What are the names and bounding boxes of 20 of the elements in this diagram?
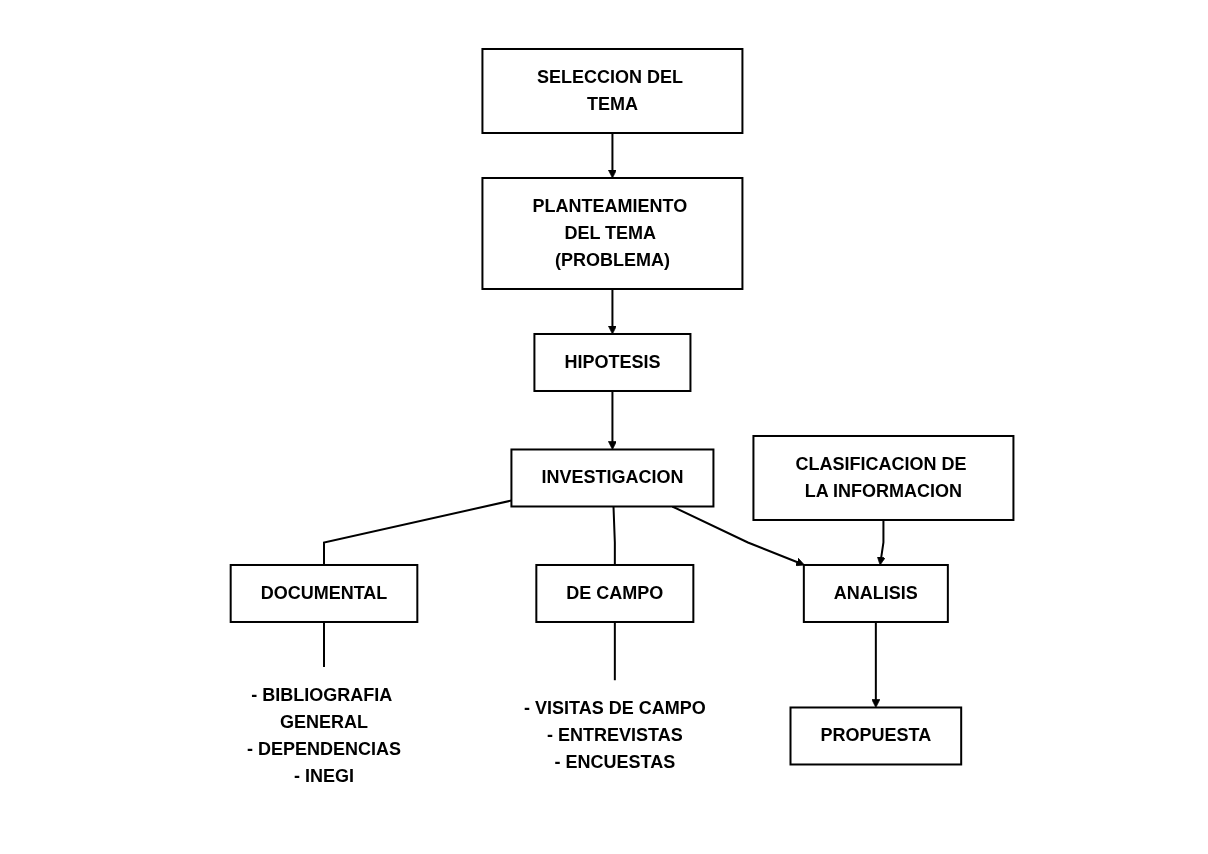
node-box: DOCUMENTAL xyxy=(229,564,419,623)
arrow xyxy=(671,505,806,567)
connector xyxy=(323,621,326,668)
node-box: CLASIFICACION DE LA INFORMACION xyxy=(752,435,1015,521)
connector xyxy=(614,621,617,682)
arrow xyxy=(608,390,618,450)
node-box: PLANTEAMIENTO DEL TEMA (PROBLEMA) xyxy=(481,177,744,290)
node-text: - VISITAS DE CAMPO - ENTREVISTAS - ENCUESTAS xyxy=(524,698,706,773)
node-box: SELECCION DEL TEMA xyxy=(481,48,744,134)
arrow xyxy=(877,519,886,566)
arrow xyxy=(871,621,881,708)
arrow xyxy=(608,132,618,179)
connector xyxy=(612,505,617,566)
node-text: - BIBLIOGRAFIA GENERAL - DEPENDENCIAS - INEGI xyxy=(247,684,402,786)
node-box: HIPOTESIS xyxy=(533,333,692,392)
node-box: ANALISIS xyxy=(803,564,950,623)
node-box: PROPUESTA xyxy=(789,706,963,766)
node-box: DE CAMPO xyxy=(535,564,695,623)
node-box: INVESTIGACION xyxy=(510,448,715,508)
arrow xyxy=(608,288,618,335)
